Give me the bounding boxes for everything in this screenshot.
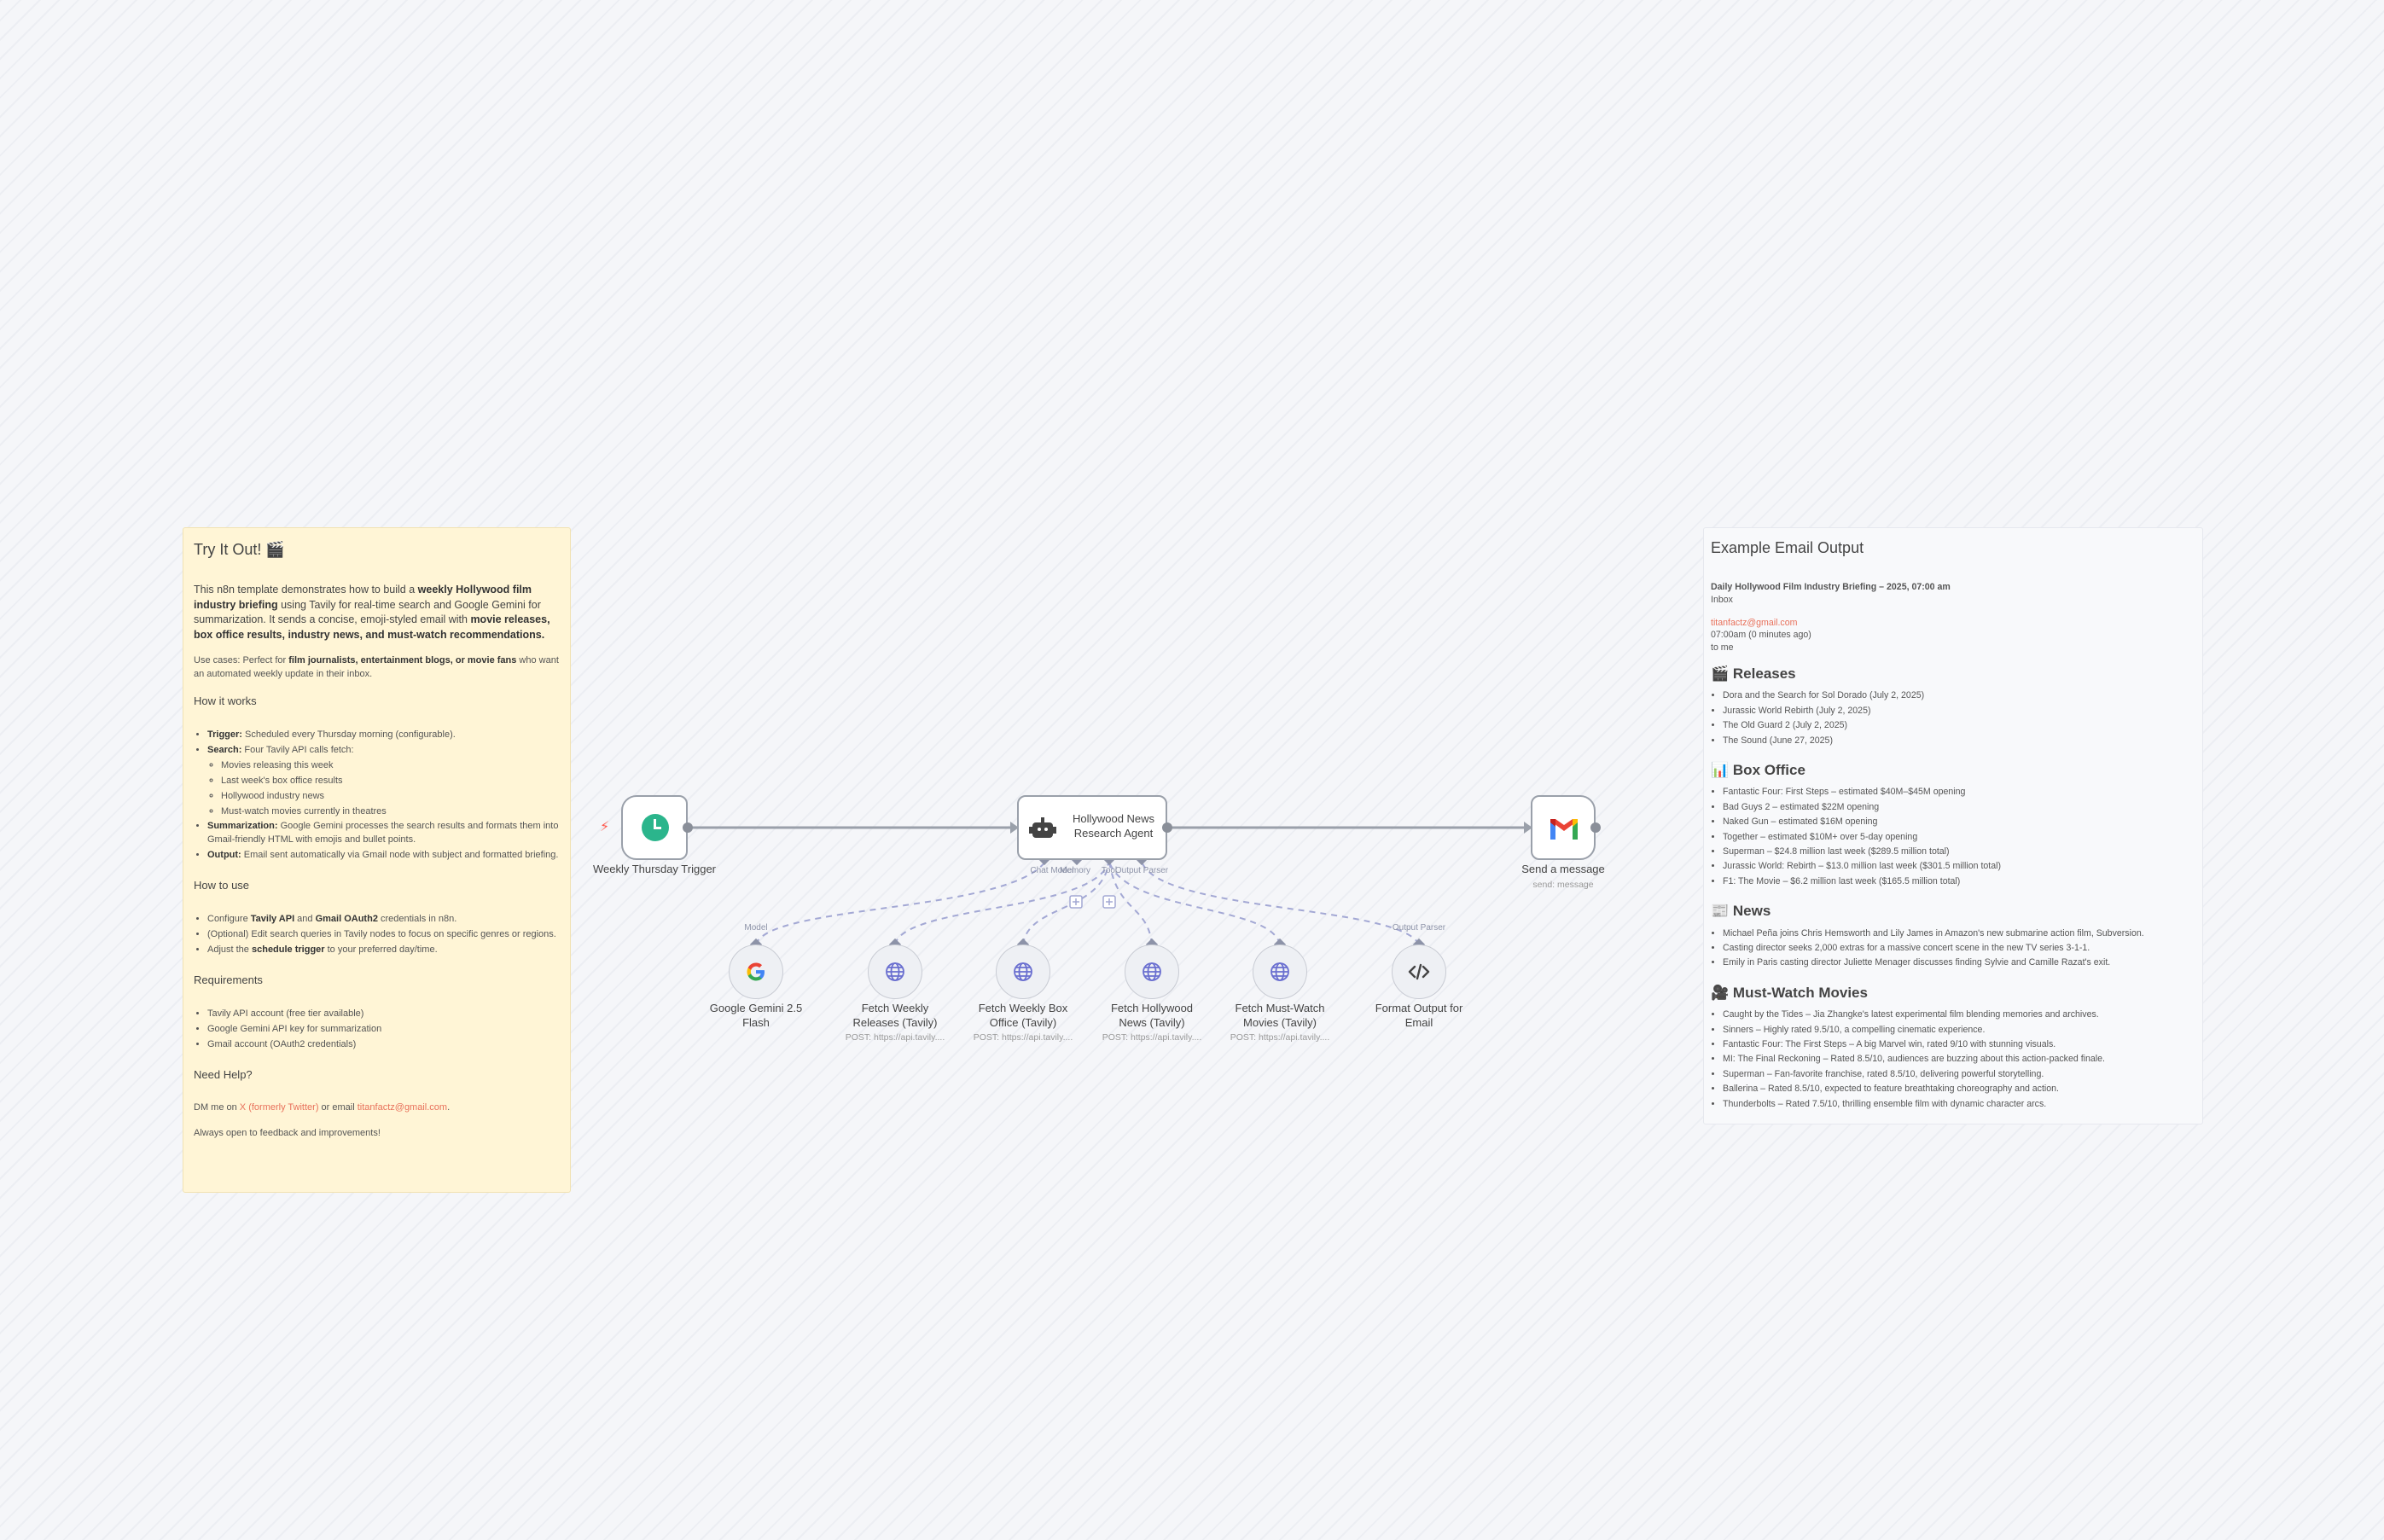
port-label-model: Model [744, 923, 768, 933]
connection-formatter-parser [1141, 861, 1420, 945]
requirements-list: Tavily API account (free tier available)… [194, 1008, 560, 1052]
sticky-note-try-it-out[interactable]: Try It Out! 🎬 This n8n template demonstr… [183, 527, 571, 1193]
newspaper-icon: 📰 [1711, 903, 1730, 920]
code-icon [1408, 963, 1430, 980]
port-label-tool: Tool [1101, 866, 1118, 875]
sticky-usecase: Use cases: Perfect for film journalists,… [194, 655, 559, 680]
heading-requirements: Requirements [194, 973, 263, 986]
email-to: to me [1711, 642, 1734, 654]
releases-sublabel: POST: https://api.tavily.... [845, 1032, 945, 1043]
node-fetch-weekly-box-office[interactable] [996, 944, 1050, 999]
section-box-office: 📊 Box Office [1711, 762, 1805, 778]
node-format-output-for-email[interactable] [1392, 944, 1446, 999]
node-google-gemini[interactable] [729, 944, 783, 999]
help-text: DM me on X (formerly Twitter) or email t… [194, 1102, 451, 1113]
output-note-title: Example Email Output [1711, 539, 1864, 556]
chart-icon: 📊 [1711, 762, 1730, 778]
email-subject: Daily Hollywood Film Industry Briefing –… [1711, 581, 1951, 592]
google-g-icon [747, 962, 765, 981]
releases-list: Dora and the Search for Sol Dorado (July… [1711, 689, 2194, 747]
globe-icon [1143, 962, 1161, 981]
port-label-memory: Memory [1059, 866, 1091, 875]
sticky-title: Try It Out! 🎬 [194, 541, 285, 558]
gmail-sublabel: send: message [1532, 880, 1594, 890]
search-item: Hollywood industry news [221, 790, 560, 804]
sticky-intro: This n8n template demonstrates how to bu… [194, 584, 550, 641]
email-time: 07:00am (0 minutes ago) [1711, 630, 1811, 641]
globe-icon [886, 962, 904, 981]
twitter-link[interactable]: X (formerly Twitter) [239, 1102, 319, 1113]
globe-icon [1270, 962, 1289, 981]
boxoffice-sublabel: POST: https://api.tavily.... [973, 1032, 1073, 1043]
mustwatch-sublabel: POST: https://api.tavily.... [1230, 1032, 1330, 1043]
connection-boxoffice-tool [1022, 861, 1110, 945]
connection-mustwatch-tool [1108, 861, 1281, 945]
trigger-output-handle[interactable] [683, 822, 693, 833]
trigger-label: Weekly Thursday Trigger [592, 863, 717, 875]
how-to-use-list: Configure Tavily API and Gmail OAuth2 cr… [194, 913, 560, 957]
gmail-icon [1550, 819, 1578, 840]
heading-how-to-use: How to use [194, 879, 250, 892]
box-office-list: Fantastic Four: First Steps – estimated … [1711, 785, 2194, 888]
email-link[interactable]: titanfactz@gmail.com [357, 1102, 448, 1113]
node-weekly-thursday-trigger[interactable] [621, 795, 688, 860]
section-news: 📰 News [1711, 903, 1771, 920]
search-item: Must-watch movies currently in theatres [221, 805, 560, 819]
email-folder: Inbox [1711, 594, 1733, 605]
connection-gemini-chatmodel [755, 861, 1046, 945]
heading-need-help: Need Help? [194, 1067, 253, 1081]
node-send-a-message[interactable] [1531, 795, 1596, 860]
connection-news-tool [1108, 861, 1153, 945]
section-must-watch: 🎥 Must-Watch Movies [1711, 984, 1868, 1001]
node-fetch-must-watch-movies[interactable] [1253, 944, 1307, 999]
clock-icon [642, 814, 669, 841]
arrow-agent [1010, 822, 1019, 834]
section-releases: 🎬 Releases [1711, 665, 1796, 683]
gmail-label: Send a message [1521, 863, 1605, 875]
clapper-icon: 🎬 [1711, 665, 1730, 683]
agent-output-handle[interactable] [1162, 822, 1172, 833]
lightning-icon: ⚡ [600, 820, 610, 834]
sticky-note-example-output[interactable]: Example Email Output Daily Hollywood Fil… [1703, 527, 2203, 1124]
search-item: Movies releasing this week [221, 759, 560, 773]
news-list: Michael Peña joins Chris Hemsworth and L… [1711, 927, 2194, 970]
port-label-chat-model: Chat Model [1030, 866, 1074, 875]
how-it-works-list: Trigger: Scheduled every Thursday mornin… [194, 729, 560, 863]
heading-how-it-works: How it works [194, 694, 257, 707]
search-item: Last week's box office results [221, 775, 560, 788]
port-label-output-parser-2: Output Parser [1392, 923, 1446, 933]
gmail-output-handle[interactable] [1590, 822, 1601, 833]
email-sender[interactable]: titanfactz@gmail.com [1711, 617, 1798, 628]
email-meta: Daily Hollywood Film Industry Briefing –… [1711, 581, 2194, 654]
node-fetch-weekly-releases[interactable] [868, 944, 922, 999]
camera-icon: 🎥 [1711, 984, 1730, 1001]
robot-icon [1029, 817, 1056, 840]
globe-icon [1014, 962, 1032, 981]
news-sublabel: POST: https://api.tavily.... [1102, 1032, 1202, 1043]
node-fetch-hollywood-news[interactable] [1125, 944, 1179, 999]
connection-releases-tool [894, 861, 1110, 945]
feedback-text: Always open to feedback and improvements… [194, 1128, 381, 1139]
port-label-output-parser: Output Parser [1114, 866, 1169, 875]
arrow-gmail [1524, 822, 1532, 834]
must-watch-list: Caught by the Tides – Jia Zhangke's late… [1711, 1008, 2194, 1111]
